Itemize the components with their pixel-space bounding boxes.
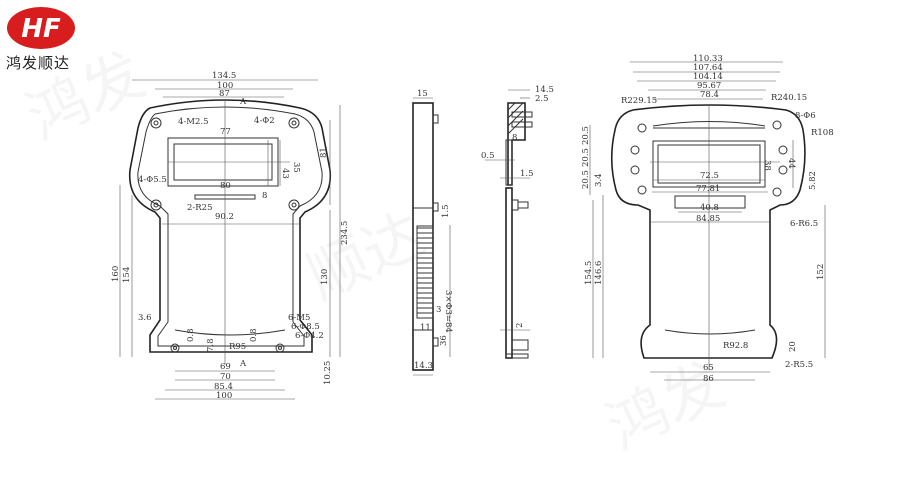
- dim-label: 3.4: [594, 173, 604, 187]
- dim-label: 3: [436, 305, 441, 315]
- brand-name: 鸿发顺达: [6, 54, 71, 72]
- side-view: 15 1.5 3×Φ3=84 3 11 36 14.3: [412, 89, 453, 376]
- dim-label: 5.82: [808, 171, 818, 190]
- dim-label: 77.81: [696, 184, 720, 194]
- dim-label: 0.5: [481, 151, 495, 161]
- dim-label: 146.6: [594, 261, 604, 285]
- dim-label: 15: [417, 89, 428, 99]
- dim-label: R229.15: [621, 96, 657, 106]
- dim-label: 2: [515, 323, 525, 328]
- dim-label: 80: [220, 181, 231, 191]
- dim-label: 69: [220, 362, 231, 372]
- dim-label: 0.8: [249, 328, 259, 342]
- dim-label: 43: [280, 168, 290, 179]
- dim-label: 70: [220, 372, 231, 382]
- dim-label: 104.14: [693, 72, 723, 82]
- dim-label: 4-Φ2: [254, 116, 275, 126]
- dim-label: 77: [220, 127, 231, 137]
- dim-label: 86: [703, 374, 714, 384]
- brand-logo: HF: [7, 7, 75, 49]
- dim-label: 3.6: [138, 313, 152, 323]
- svg-text:顺达: 顺达: [297, 199, 435, 313]
- section-view: 14.5 2.5 8 0.5 1.5 2: [481, 85, 554, 359]
- dim-label: 4-Φ5.5: [138, 175, 167, 185]
- dim-label: 6-R6.5: [790, 219, 818, 229]
- dim-label: 1.5: [520, 169, 534, 179]
- dim-label: R92.8: [723, 341, 748, 351]
- dim-label: 65: [703, 363, 714, 373]
- svg-text:鸿发: 鸿发: [17, 39, 155, 153]
- dim-label: 234.5: [340, 221, 350, 245]
- dim-label: 14.3: [414, 361, 433, 371]
- back-view: 110.33 107.64 104.14 95.67 78.4 R229.15 …: [581, 54, 834, 384]
- dim-label: R108: [811, 128, 834, 138]
- dim-label: 36: [439, 335, 449, 346]
- dim-label: 72.5: [700, 171, 719, 181]
- dim-label: 2-R25: [187, 203, 213, 213]
- dim-label: 8: [512, 133, 517, 143]
- dim-label: 107.64: [693, 63, 723, 73]
- dim-label: 0.8: [186, 328, 196, 342]
- dim-label: 152: [816, 264, 826, 280]
- dim-label: 7.8: [206, 338, 216, 352]
- dim-label: 20.5: [581, 148, 591, 167]
- dim-label: 44: [786, 158, 796, 169]
- logo-text: HF: [21, 14, 61, 44]
- dim-label: 130: [320, 269, 330, 285]
- dim-label: 160: [111, 266, 121, 282]
- section-marker: A: [239, 97, 247, 107]
- dim-label: 6-M5: [288, 313, 310, 323]
- dim-label: 8-Φ6: [795, 111, 816, 121]
- dim-label: 3×Φ3=84: [443, 290, 453, 333]
- dim-label: 8: [262, 191, 267, 201]
- dim-label: 90.2: [215, 212, 234, 222]
- dim-label: 95.67: [697, 81, 721, 91]
- dim-label: 1.5: [441, 204, 451, 218]
- grip-ribs: [416, 225, 434, 319]
- dim-label: 85.4: [214, 382, 233, 392]
- dim-label: 2-R5.5: [785, 360, 813, 370]
- section-marker: A: [239, 359, 247, 369]
- dim-label: 20.5: [581, 170, 591, 189]
- dim-label: 35: [291, 162, 301, 173]
- dim-label: 14.5: [535, 85, 554, 95]
- dim-label: 100: [217, 81, 233, 91]
- dim-label: 6-Φ4.2: [295, 331, 324, 341]
- dim-label: 110.33: [693, 54, 723, 64]
- dim-label: 10.25: [323, 361, 333, 385]
- dim-label: 78.4: [700, 90, 719, 100]
- dim-label: 6-Φ8.5: [291, 322, 320, 332]
- dim-label: 154: [122, 267, 132, 283]
- dim-label: 4-M2.5: [178, 117, 209, 127]
- dim-label: R240.15: [771, 93, 807, 103]
- dim-label: 2.5: [535, 94, 549, 104]
- dim-label: R95: [229, 342, 246, 352]
- dim-label: 81: [319, 147, 329, 158]
- dim-label: 20.5: [581, 126, 591, 145]
- dim-label: 20: [788, 341, 798, 352]
- dim-label: 87: [219, 89, 230, 99]
- dim-label: 134.5: [212, 71, 236, 81]
- dim-label: 154.5: [584, 261, 594, 285]
- dim-label: 84.85: [696, 214, 720, 224]
- dim-label: 100: [216, 391, 232, 401]
- dim-label: 38: [762, 160, 772, 171]
- svg-text:鸿发: 鸿发: [597, 349, 735, 463]
- front-view: 134.5 100 87 A 4-M2.5 4-Φ2 77 43 35 81 4…: [111, 71, 350, 401]
- dim-label: 40.8: [700, 203, 719, 213]
- dim-label: 11: [420, 323, 431, 333]
